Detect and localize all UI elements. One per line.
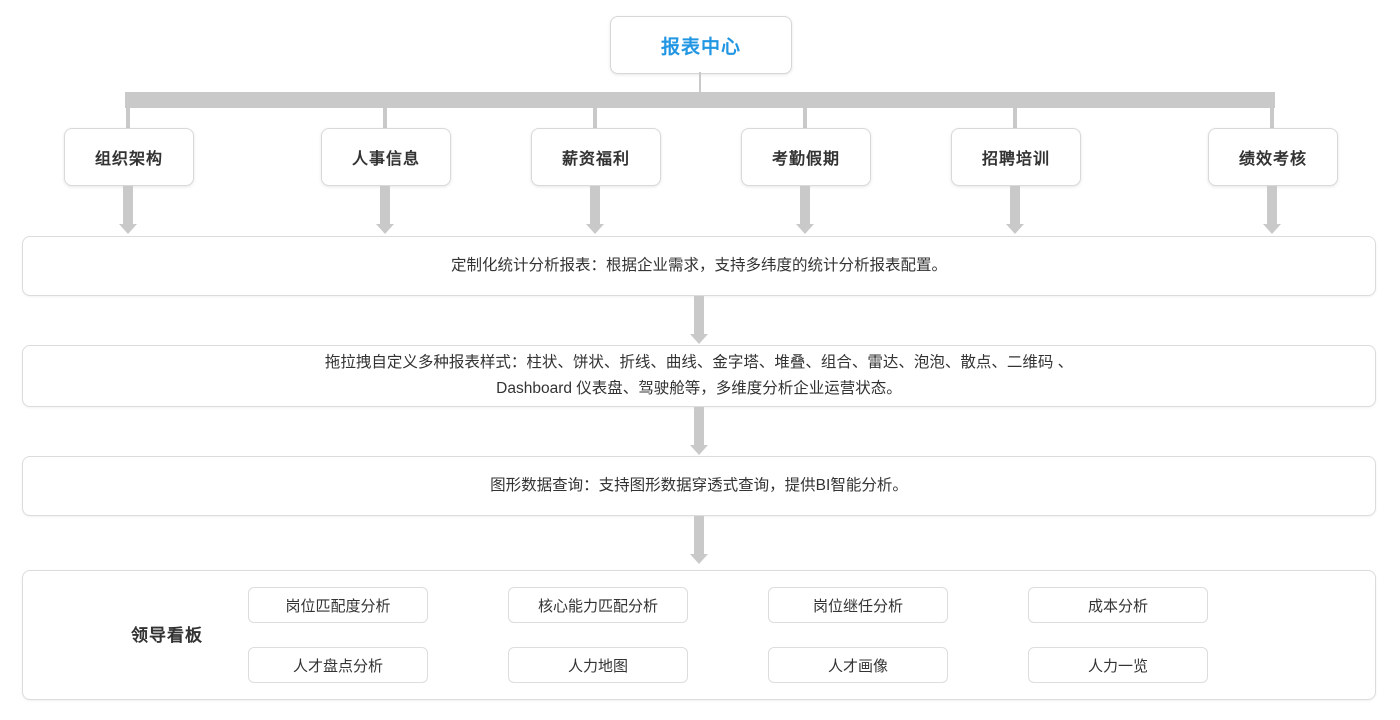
bus-drop-5 <box>1013 108 1017 128</box>
bus-drop-4 <box>803 108 807 128</box>
category-node-6[interactable]: 绩效考核 <box>1208 128 1338 186</box>
arrow-head-cat-4 <box>796 224 814 234</box>
description-line-1-1: 定制化统计分析报表：根据企业需求，支持多纬度的统计分析报表配置。 <box>450 257 947 274</box>
description-bar-1: 定制化统计分析报表：根据企业需求，支持多纬度的统计分析报表配置。 <box>22 236 1376 296</box>
dashboard-chip-label-8: 人力一览 <box>1087 657 1148 675</box>
description-bar-3: 图形数据查询：支持图形数据穿透式查询，提供BI智能分析。 <box>22 456 1376 516</box>
bus-drop-1 <box>126 108 130 128</box>
category-node-3[interactable]: 薪资福利 <box>531 128 661 186</box>
dashboard-chip-label-4: 成本分析 <box>1087 597 1148 615</box>
dashboard-chip-label-1: 岗位匹配度分析 <box>285 597 391 615</box>
category-label-5: 招聘培训 <box>981 151 1050 168</box>
bus-drop-3 <box>593 108 597 128</box>
dashboard-chip-4[interactable]: 成本分析 <box>1028 587 1208 623</box>
arrow-head-desc-2 <box>690 445 708 455</box>
dashboard-chip-label-6: 人力地图 <box>567 657 628 675</box>
dashboard-chip-label-7: 人才画像 <box>827 657 888 675</box>
dashboard-chip-7[interactable]: 人才画像 <box>768 647 948 683</box>
category-node-5[interactable]: 招聘培训 <box>951 128 1081 186</box>
arrow-stem-cat-1 <box>123 186 133 224</box>
category-node-2[interactable]: 人事信息 <box>321 128 451 186</box>
arrow-head-cat-5 <box>1006 224 1024 234</box>
arrow-stem-desc-1 <box>694 296 704 334</box>
category-bus-bar <box>125 92 1275 108</box>
arrow-stem-cat-6 <box>1267 186 1277 224</box>
dashboard-chip-6[interactable]: 人力地图 <box>508 647 688 683</box>
dashboard-chip-5[interactable]: 人才盘点分析 <box>248 647 428 683</box>
dashboard-chip-label-2: 核心能力匹配分析 <box>537 597 658 615</box>
category-label-3: 薪资福利 <box>561 151 630 168</box>
dashboard-chip-8[interactable]: 人力一览 <box>1028 647 1208 683</box>
bus-drop-2 <box>383 108 387 128</box>
root-to-bus-connector <box>699 72 701 94</box>
category-label-1: 组织架构 <box>94 151 163 168</box>
description-line-2-2: Dashboard 仪表盘、驾驶舱等，多维度分析企业运营状态。 <box>496 380 902 397</box>
arrow-head-desc-3 <box>690 554 708 564</box>
arrow-stem-cat-4 <box>800 186 810 224</box>
leader-dashboard-panel: 领导看板 岗位匹配度分析 核心能力匹配分析 岗位继任分析 成本分析 人才盘点分析… <box>22 570 1376 700</box>
category-label-2: 人事信息 <box>351 151 420 168</box>
dashboard-chip-label-3: 岗位继任分析 <box>812 597 903 615</box>
description-line-2-1: 拖拉拽自定义多种报表样式：柱状、饼状、折线、曲线、金字塔、堆叠、组合、雷达、泡泡… <box>324 354 1074 371</box>
dashboard-chip-3[interactable]: 岗位继任分析 <box>768 587 948 623</box>
arrow-stem-desc-2 <box>694 407 704 445</box>
arrow-stem-cat-2 <box>380 186 390 224</box>
arrow-head-cat-1 <box>119 224 137 234</box>
dashboard-chip-label-5: 人才盘点分析 <box>292 657 383 675</box>
description-bar-2: 拖拉拽自定义多种报表样式：柱状、饼状、折线、曲线、金字塔、堆叠、组合、雷达、泡泡… <box>22 345 1376 407</box>
category-node-1[interactable]: 组织架构 <box>64 128 194 186</box>
leader-dashboard-title: 领导看板 <box>131 626 203 645</box>
dashboard-chip-1[interactable]: 岗位匹配度分析 <box>248 587 428 623</box>
dashboard-chip-2[interactable]: 核心能力匹配分析 <box>508 587 688 623</box>
arrow-stem-desc-3 <box>694 516 704 554</box>
arrow-stem-cat-5 <box>1010 186 1020 224</box>
arrow-head-cat-2 <box>376 224 394 234</box>
description-line-3-1: 图形数据查询：支持图形数据穿透式查询，提供BI智能分析。 <box>490 477 908 494</box>
category-label-4: 考勤假期 <box>771 151 840 168</box>
root-node-label: 报表中心 <box>660 36 741 58</box>
root-node-report-center[interactable]: 报表中心 <box>610 16 792 74</box>
arrow-head-cat-6 <box>1263 224 1281 234</box>
arrow-stem-cat-3 <box>590 186 600 224</box>
arrow-head-cat-3 <box>586 224 604 234</box>
arrow-head-desc-1 <box>690 334 708 344</box>
category-node-4[interactable]: 考勤假期 <box>741 128 871 186</box>
bus-drop-6 <box>1270 108 1274 128</box>
category-label-6: 绩效考核 <box>1238 151 1307 168</box>
